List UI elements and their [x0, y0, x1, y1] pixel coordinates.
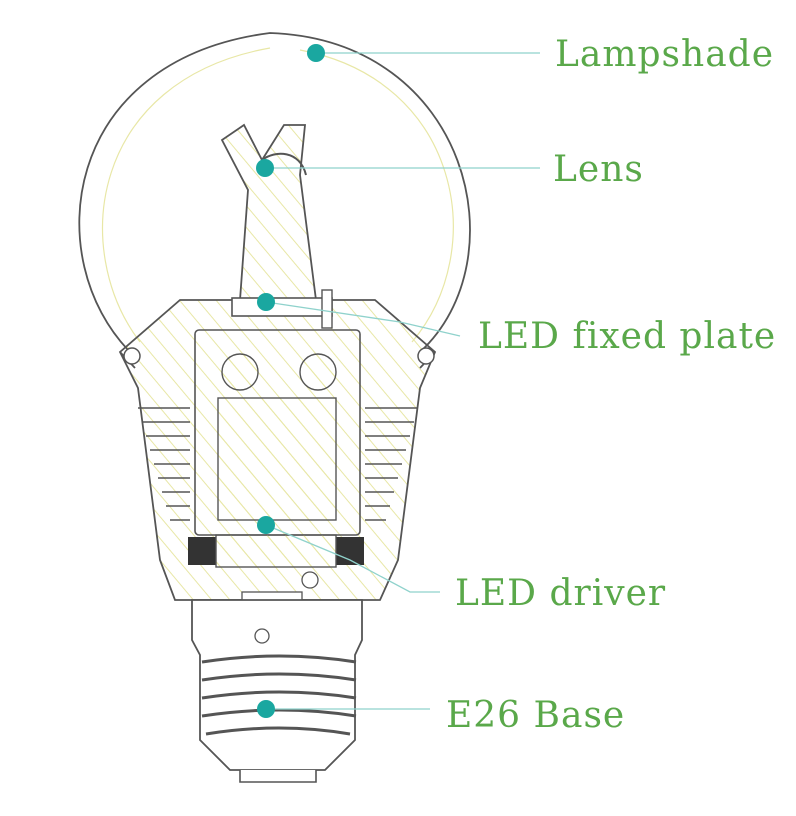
lampshade-dot [307, 44, 325, 62]
label-led-fixed-plate: LED fixed plate [478, 316, 776, 357]
leader-led-fixed-plate [265, 301, 461, 337]
label-lens: Lens [553, 149, 644, 190]
right-fins [365, 407, 418, 521]
dark-band-right [336, 537, 364, 565]
leader-lines [265, 52, 540, 710]
leader-led-driver [265, 524, 440, 593]
label-lampshade: Lampshade [555, 34, 774, 75]
heat-sink-housing [118, 289, 437, 623]
led-driver-dot [257, 516, 275, 534]
lampshade-globe [78, 32, 471, 353]
e26-screw-base [191, 599, 363, 783]
label-e26-base: E26 Base [446, 695, 625, 736]
label-led-driver: LED driver [455, 573, 666, 614]
led-fixed-plate-dot [257, 293, 275, 311]
lens-dot [256, 159, 274, 177]
dark-band-left [188, 537, 216, 565]
lens-stem [220, 123, 318, 301]
left-fins [138, 407, 190, 521]
led-fixed-plate [231, 297, 333, 317]
e26-base-dot [257, 700, 275, 718]
